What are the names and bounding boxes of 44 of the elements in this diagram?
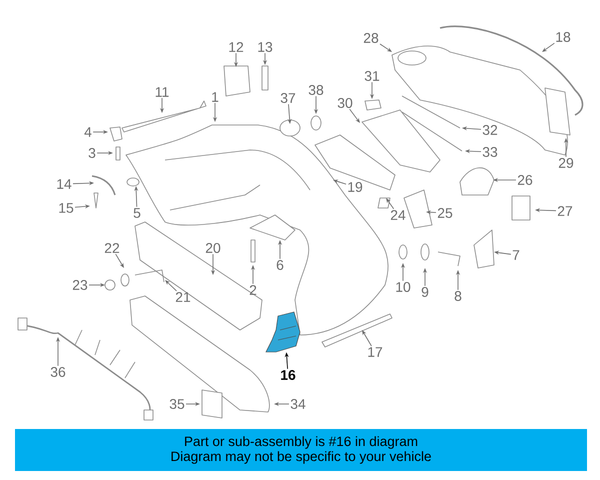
callout-number: 6 (276, 260, 284, 270)
callout-number: 32 (482, 125, 498, 135)
callout-number: 8 (454, 291, 462, 301)
callout-number: 19 (348, 182, 362, 192)
notice-banner: Part or sub-assembly is #16 in diagram Diagram may not be specific to your vehicle (15, 429, 587, 471)
callout-number: 24 (390, 210, 406, 220)
callout-number: 21 (176, 292, 190, 302)
callout-number: 37 (280, 93, 296, 103)
callout-number: 29 (558, 158, 574, 168)
callout-number: 20 (206, 243, 220, 253)
callout-number: 33 (482, 147, 498, 157)
callout-number: 22 (104, 243, 120, 253)
callout-number: 35 (170, 399, 184, 409)
callout-number: 28 (364, 33, 378, 43)
callout-number: 1 (212, 92, 218, 102)
callout-number: 12 (229, 42, 244, 52)
callout-number: 11 (156, 87, 169, 97)
callout-number: 3 (88, 148, 96, 158)
callout-number: 15 (59, 203, 74, 213)
callout-number: 7 (512, 250, 520, 260)
callout-number: 23 (72, 280, 88, 290)
callout-number: 18 (556, 32, 570, 42)
callout-number: 10 (396, 282, 410, 292)
leader-line (349, 108, 360, 123)
callout-number: 38 (308, 85, 324, 95)
callout-number: 30 (338, 98, 352, 108)
callout-number: 5 (134, 208, 140, 218)
leader-line (165, 280, 177, 292)
callout-number: 17 (368, 347, 382, 357)
callout-number: 16 (281, 370, 296, 380)
bracket-part (266, 312, 300, 352)
leader-line (386, 198, 394, 210)
callout-number: 9 (422, 287, 428, 297)
callout-number: 14 (57, 179, 72, 189)
callout-number: 25 (438, 208, 452, 218)
callout-number: 4 (84, 127, 92, 137)
callout-number: 13 (258, 42, 272, 52)
callout-number: 27 (558, 206, 572, 216)
callout-number: 31 (364, 71, 380, 81)
callout-number: 2 (250, 285, 256, 295)
callout-number: 26 (518, 175, 532, 185)
callout-number: 36 (50, 367, 66, 377)
callout-number: 34 (290, 399, 306, 409)
leader-line (542, 42, 555, 52)
